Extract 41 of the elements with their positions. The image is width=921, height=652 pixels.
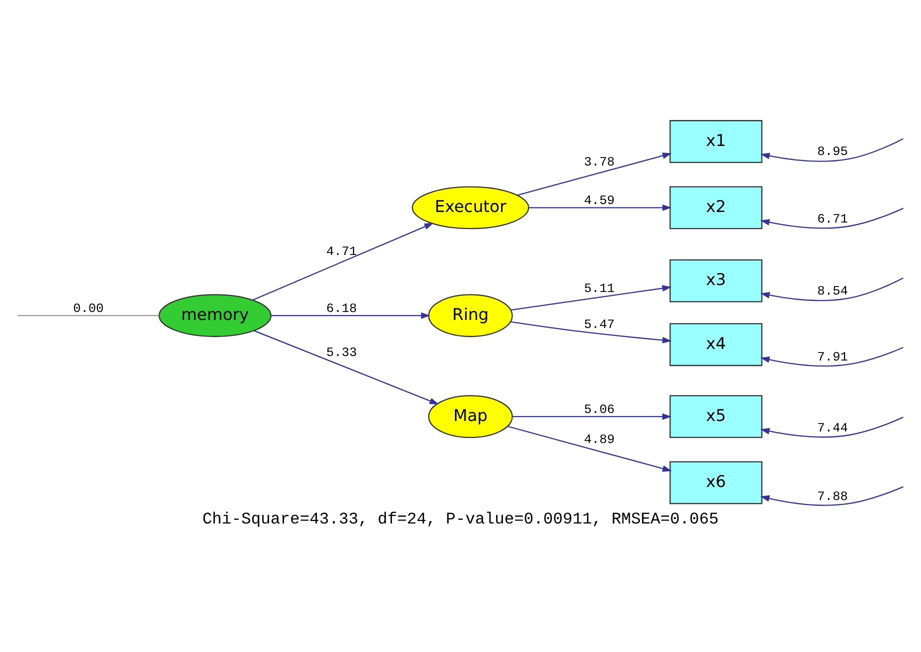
arrow <box>507 425 672 472</box>
edge-label: 8.95 <box>817 144 848 159</box>
node-box: x2 <box>670 186 762 229</box>
arrow <box>510 320 672 343</box>
edge-label: 5.47 <box>584 316 615 332</box>
edge-label: 7.88 <box>817 488 848 504</box>
arrow <box>511 284 672 310</box>
node-box: x3 <box>670 258 762 302</box>
arrow <box>517 152 672 196</box>
node-box: x1 <box>670 120 762 162</box>
node-box: x6 <box>670 460 762 504</box>
arrow <box>254 330 439 404</box>
arrow <box>512 412 672 420</box>
edge-label: 7.44 <box>817 420 848 435</box>
node-ellipse: Ring <box>428 294 513 337</box>
edge-label: 0.00 <box>73 300 104 316</box>
arrow <box>760 346 904 366</box>
node-box: x4 <box>670 322 762 366</box>
arrow <box>760 416 904 438</box>
node-box: x5 <box>670 394 762 438</box>
edge-label: 3.78 <box>584 154 615 170</box>
edge-label: 5.06 <box>584 401 615 416</box>
edge-label: 4.71 <box>326 244 357 259</box>
edge-label: 5.11 <box>584 280 615 296</box>
arrow <box>252 222 434 300</box>
arrow <box>271 312 430 318</box>
arrow <box>760 138 904 162</box>
edge-label: 4.89 <box>584 432 615 447</box>
edge-label: 8.54 <box>817 282 848 298</box>
arrow <box>760 277 904 301</box>
connector <box>18 314 159 316</box>
edge-label: 6.71 <box>817 211 848 226</box>
arrow <box>760 207 904 228</box>
arrow <box>528 204 672 210</box>
node-ellipse: memory <box>158 294 272 337</box>
edge-label: 5.33 <box>326 344 357 360</box>
arrow <box>760 486 904 506</box>
edge-label: 7.91 <box>817 349 848 364</box>
caption: Chi-Square=43.33, df=24, P-value=0.00911, RMSEA=0.065 <box>202 508 719 528</box>
edge-label: 6.18 <box>326 300 357 316</box>
edge-label: 4.59 <box>584 192 615 208</box>
